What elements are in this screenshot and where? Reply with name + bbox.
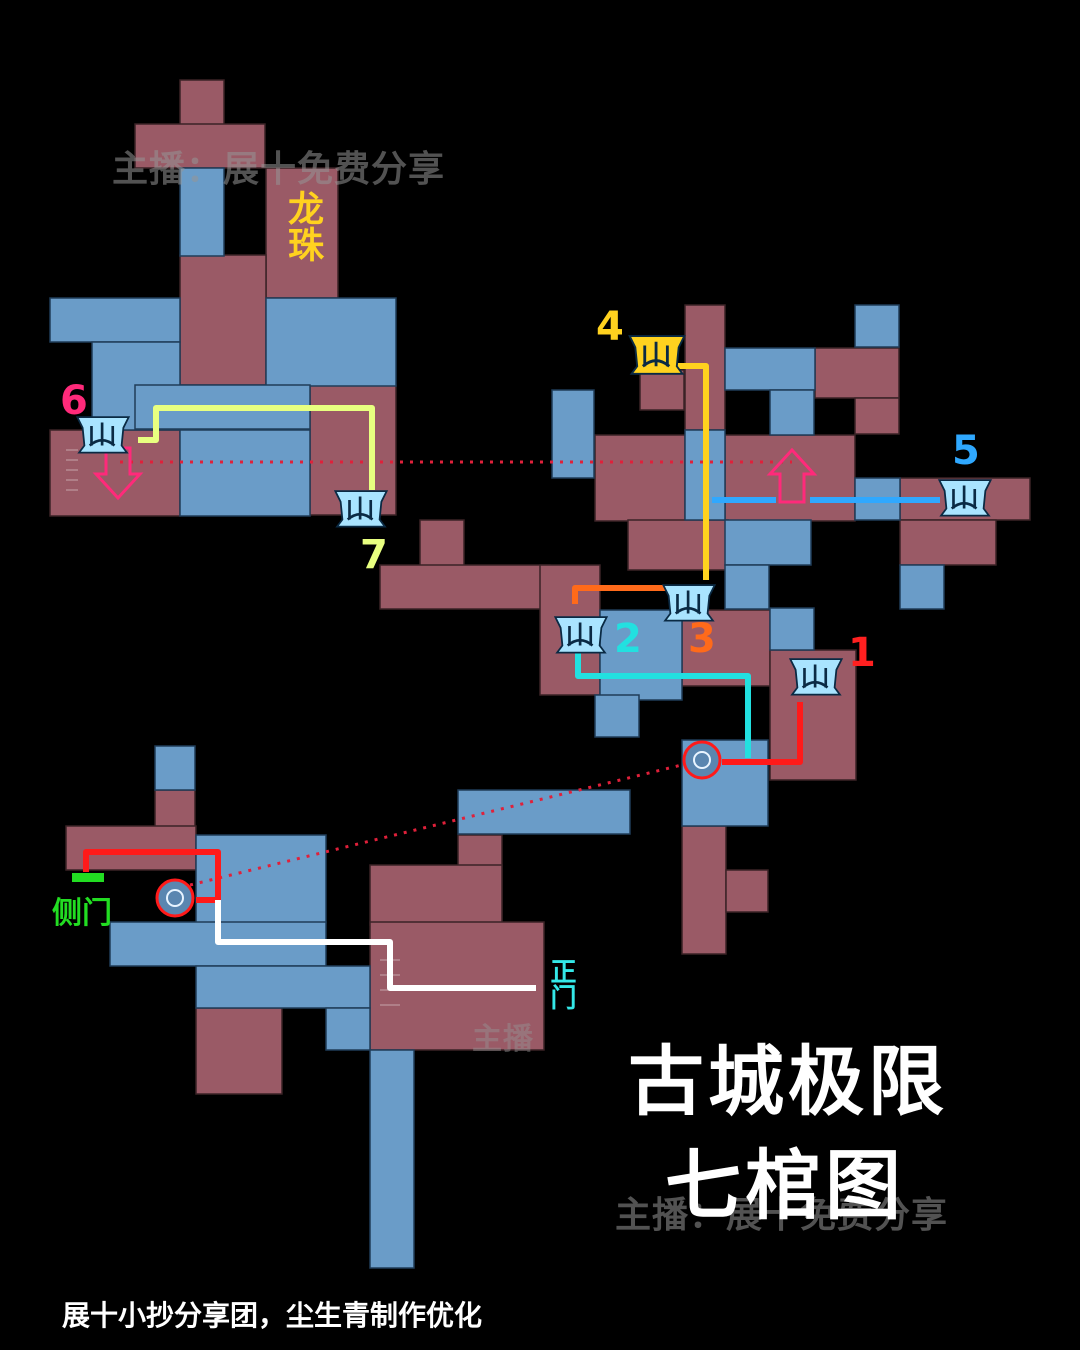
watermark-faint: 主播 bbox=[472, 1022, 534, 1057]
route-7 bbox=[138, 405, 375, 490]
routes bbox=[83, 363, 940, 991]
coffin-number-3: 3 bbox=[688, 616, 716, 662]
route-1 bbox=[722, 702, 803, 765]
watermark-bottom: 主播：展十免费分享 bbox=[615, 1195, 949, 1236]
side-door-label: 侧门 bbox=[52, 896, 112, 931]
up-arrow-icon bbox=[766, 447, 818, 504]
route-side-door bbox=[83, 849, 221, 903]
coffin-number-2: 2 bbox=[614, 616, 642, 662]
coffin-icon-gold bbox=[628, 334, 686, 376]
route-3 bbox=[572, 585, 668, 604]
side-door-marker bbox=[72, 873, 104, 882]
down-arrow-icon bbox=[92, 446, 144, 501]
route-main-gate bbox=[215, 900, 536, 991]
coffin-number-4: 4 bbox=[596, 304, 624, 350]
route-2 bbox=[575, 650, 751, 758]
credit-text: 展十小抄分享团，尘生青制作优化 bbox=[62, 1299, 483, 1332]
main-gate-label: 正门 bbox=[546, 958, 576, 1010]
teleport-links bbox=[120, 460, 792, 887]
map-title-line1: 古城极限 bbox=[628, 1037, 948, 1126]
watermark-top: 主播：展十免费分享 bbox=[112, 149, 446, 190]
portal-icon bbox=[682, 740, 722, 780]
coffin-number-7: 7 bbox=[360, 532, 388, 578]
coffin-number-1: 1 bbox=[848, 630, 876, 676]
map-title-line2: 七棺图 bbox=[665, 1141, 905, 1230]
coffin-number-6: 6 bbox=[60, 378, 88, 424]
dragon-pearl-label: 龙珠 bbox=[282, 190, 323, 262]
coffin-number-5: 5 bbox=[952, 428, 980, 474]
route-4 bbox=[676, 363, 709, 580]
portal-icon bbox=[155, 878, 195, 918]
